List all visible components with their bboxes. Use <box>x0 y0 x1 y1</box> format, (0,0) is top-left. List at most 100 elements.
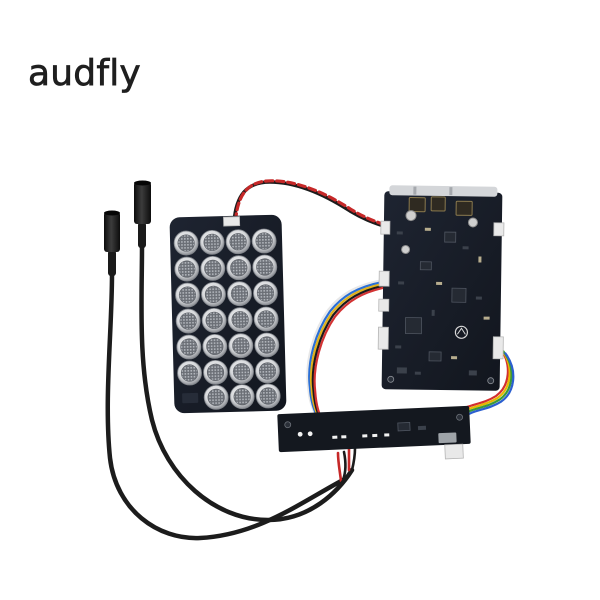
ultrasonic-transducer <box>177 360 202 386</box>
ultrasonic-transducer <box>251 228 277 254</box>
smd-component <box>483 316 490 320</box>
dc-jack-cable-right <box>134 180 357 523</box>
ultrasonic-transducer <box>201 307 227 333</box>
smd-component <box>462 246 469 250</box>
inductor <box>430 196 446 212</box>
inductor <box>455 200 473 216</box>
ultrasonic-transducer <box>199 229 225 255</box>
strip-board-pcb <box>277 405 471 453</box>
ic-chip <box>419 261 432 271</box>
ultrasonic-transducer <box>201 281 226 307</box>
ultrasonic-transducer <box>255 358 280 384</box>
black-wire <box>350 446 357 472</box>
silkscreen-logo-mark <box>454 325 469 339</box>
transducer-mesh <box>258 362 277 380</box>
control-pcb <box>377 185 505 391</box>
ultrasonic-transducer <box>174 256 200 282</box>
smd-component <box>398 281 405 285</box>
brand-logo: audfly <box>28 53 141 94</box>
transducer-mesh <box>206 337 224 355</box>
black-wire <box>341 450 347 482</box>
ultrasonic-transducer <box>227 281 252 307</box>
smd-component <box>417 425 427 431</box>
transducer-mesh <box>232 363 251 381</box>
blue-wire <box>462 352 515 419</box>
smd-component <box>396 231 403 235</box>
ultrasonic-transducer <box>175 282 200 308</box>
transducer-mesh <box>180 364 199 382</box>
board-marking-area <box>182 392 199 404</box>
capacitor <box>401 245 411 255</box>
ultrasonic-transducer <box>225 229 251 255</box>
transducer-mesh <box>178 260 196 278</box>
transducer-mesh <box>229 233 247 251</box>
strain-relief <box>138 222 146 248</box>
transducer-mesh <box>232 337 250 355</box>
transducer-mesh <box>205 311 223 329</box>
ultrasonic-transducer <box>173 230 199 256</box>
ultrasonic-transducer <box>226 255 252 281</box>
mounting-hole <box>456 413 463 421</box>
smd-component <box>468 370 477 376</box>
blue-wire <box>308 280 386 419</box>
pcb-connector-left <box>377 326 389 350</box>
metal-heatsink-strip <box>389 185 498 197</box>
red-wire <box>336 451 343 483</box>
silkscreen-logo-glyph <box>456 327 466 335</box>
pcb-connector-left <box>380 220 391 235</box>
mounting-hole <box>284 421 292 429</box>
yellow-wire <box>309 282 388 421</box>
ultrasonic-transducer <box>228 333 254 359</box>
smd-component <box>424 227 431 231</box>
jack-opening <box>104 210 120 216</box>
smd-component <box>451 356 458 360</box>
ultrasonic-transducer <box>254 332 280 358</box>
transducer-mesh <box>259 387 277 405</box>
strain-relief <box>108 250 116 276</box>
ic-chip <box>428 351 442 362</box>
transducer-mesh <box>204 285 223 303</box>
green-wire <box>460 350 513 417</box>
ultrasonic-transducer <box>202 333 228 359</box>
smd-component <box>478 256 482 263</box>
red-wire <box>313 285 392 424</box>
ic-chip <box>397 422 411 432</box>
twisted-power-wire <box>232 179 390 229</box>
sensor-strip-board <box>277 405 471 460</box>
black-cable <box>139 243 355 523</box>
dc-jack-cable-left <box>104 210 347 541</box>
dc-barrel-jack <box>134 182 151 224</box>
transducer-mesh <box>203 233 221 251</box>
transducer-array-board <box>169 214 287 414</box>
smd-component <box>414 371 421 375</box>
ultrasonic-transducer <box>253 306 279 332</box>
transducer-mesh <box>179 312 197 330</box>
dc-barrel-jack <box>104 212 120 252</box>
pcb-connector-right <box>493 222 505 237</box>
pcb-connector-right <box>492 336 504 360</box>
transducer-mesh <box>258 336 276 354</box>
ribbon-wire-bundle-left <box>306 278 392 424</box>
transducer-mesh <box>256 258 274 276</box>
transducer-mesh <box>230 285 249 303</box>
smd-component <box>431 309 435 316</box>
smd-component <box>395 345 402 349</box>
transducer-mesh <box>206 363 225 381</box>
inductor <box>408 197 426 213</box>
ic-chip <box>451 287 467 303</box>
transducer-mesh <box>233 388 251 406</box>
control-pcb-board <box>381 191 503 391</box>
ultrasonic-transducer <box>229 359 254 385</box>
ultrasonic-transducer <box>175 308 201 334</box>
mounting-hole <box>487 377 495 385</box>
metal-component <box>438 432 457 444</box>
black-wire <box>311 283 390 422</box>
yellow-wire <box>458 348 511 415</box>
transducer-mesh <box>257 310 275 328</box>
ic-chip <box>444 231 457 243</box>
smd-pad <box>332 435 338 439</box>
transducer-mesh <box>177 234 195 252</box>
pcb-connector-left <box>378 298 390 312</box>
mounting-hole <box>387 375 395 383</box>
